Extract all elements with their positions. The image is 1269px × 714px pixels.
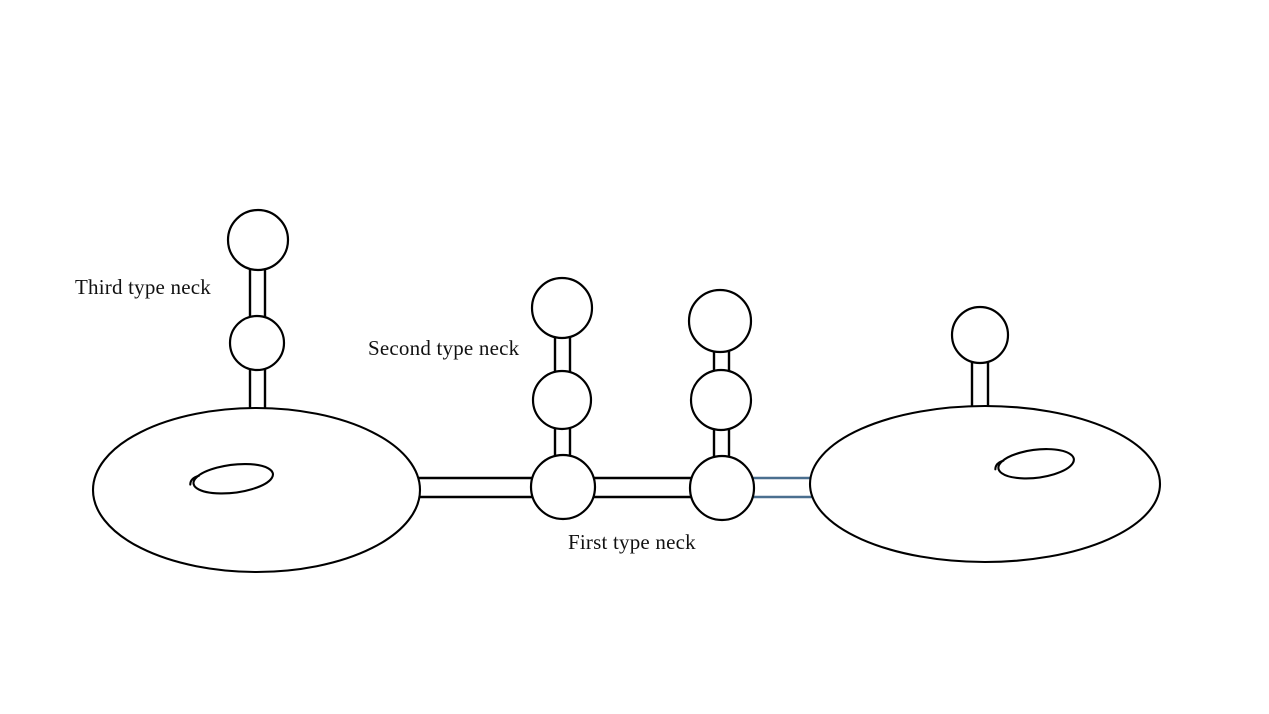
right-surface — [808, 404, 1162, 564]
right-surface-handle-mark — [994, 448, 1075, 480]
second-neck-upper-tube — [553, 337, 572, 372]
first-neck-lower-tube — [712, 429, 731, 458]
first-neck-junction — [688, 454, 756, 522]
handles-layer — [189, 448, 1075, 495]
label-second-type-neck: Second type neck — [368, 336, 520, 360]
label-first-type-neck: First type neck — [568, 530, 696, 554]
right-sphere-tube — [970, 362, 990, 408]
middle-connector-tube-body — [592, 478, 694, 497]
first-neck-upper-tube — [712, 351, 731, 371]
second-neck-lower-tube — [553, 428, 572, 457]
third-neck-upper-tube-body — [250, 268, 265, 318]
tubes-layer — [248, 268, 990, 499]
first-neck-inner-sphere — [689, 368, 753, 432]
first-neck-outer-sphere — [687, 288, 753, 354]
third-neck-lower-tube — [248, 368, 267, 409]
first-neck-upper-tube-body — [714, 351, 729, 371]
right-connector-tube-body — [750, 478, 818, 497]
third-neck-inner-sphere — [228, 314, 286, 372]
second-neck-junction — [529, 453, 597, 521]
third-neck-outer-sphere — [226, 208, 290, 272]
surfaces-layer — [91, 404, 1162, 574]
spheres-layer — [226, 208, 1010, 522]
right-connector-tube — [750, 476, 818, 499]
third-neck-lower-tube-body — [250, 368, 265, 409]
third-neck-upper-tube — [248, 268, 267, 318]
right-sphere-tube-body — [972, 362, 988, 408]
left-surface-handle-tail — [189, 474, 200, 486]
second-neck-outer-sphere — [530, 276, 594, 340]
second-neck-upper-tube-body — [555, 337, 570, 372]
second-neck-inner-sphere — [531, 369, 593, 431]
label-third-type-neck: Third type neck — [75, 275, 211, 299]
left-connector-tube-body — [415, 478, 535, 497]
second-neck-lower-tube-body — [555, 428, 570, 457]
left-surface — [91, 406, 422, 574]
right-surface-sphere — [950, 305, 1010, 365]
left-connector-tube — [415, 476, 535, 499]
middle-connector-tube — [592, 476, 694, 499]
left-surface-handle-mark — [189, 462, 274, 495]
first-neck-lower-tube-body — [714, 429, 729, 458]
right-surface-handle-tail — [994, 459, 1005, 471]
